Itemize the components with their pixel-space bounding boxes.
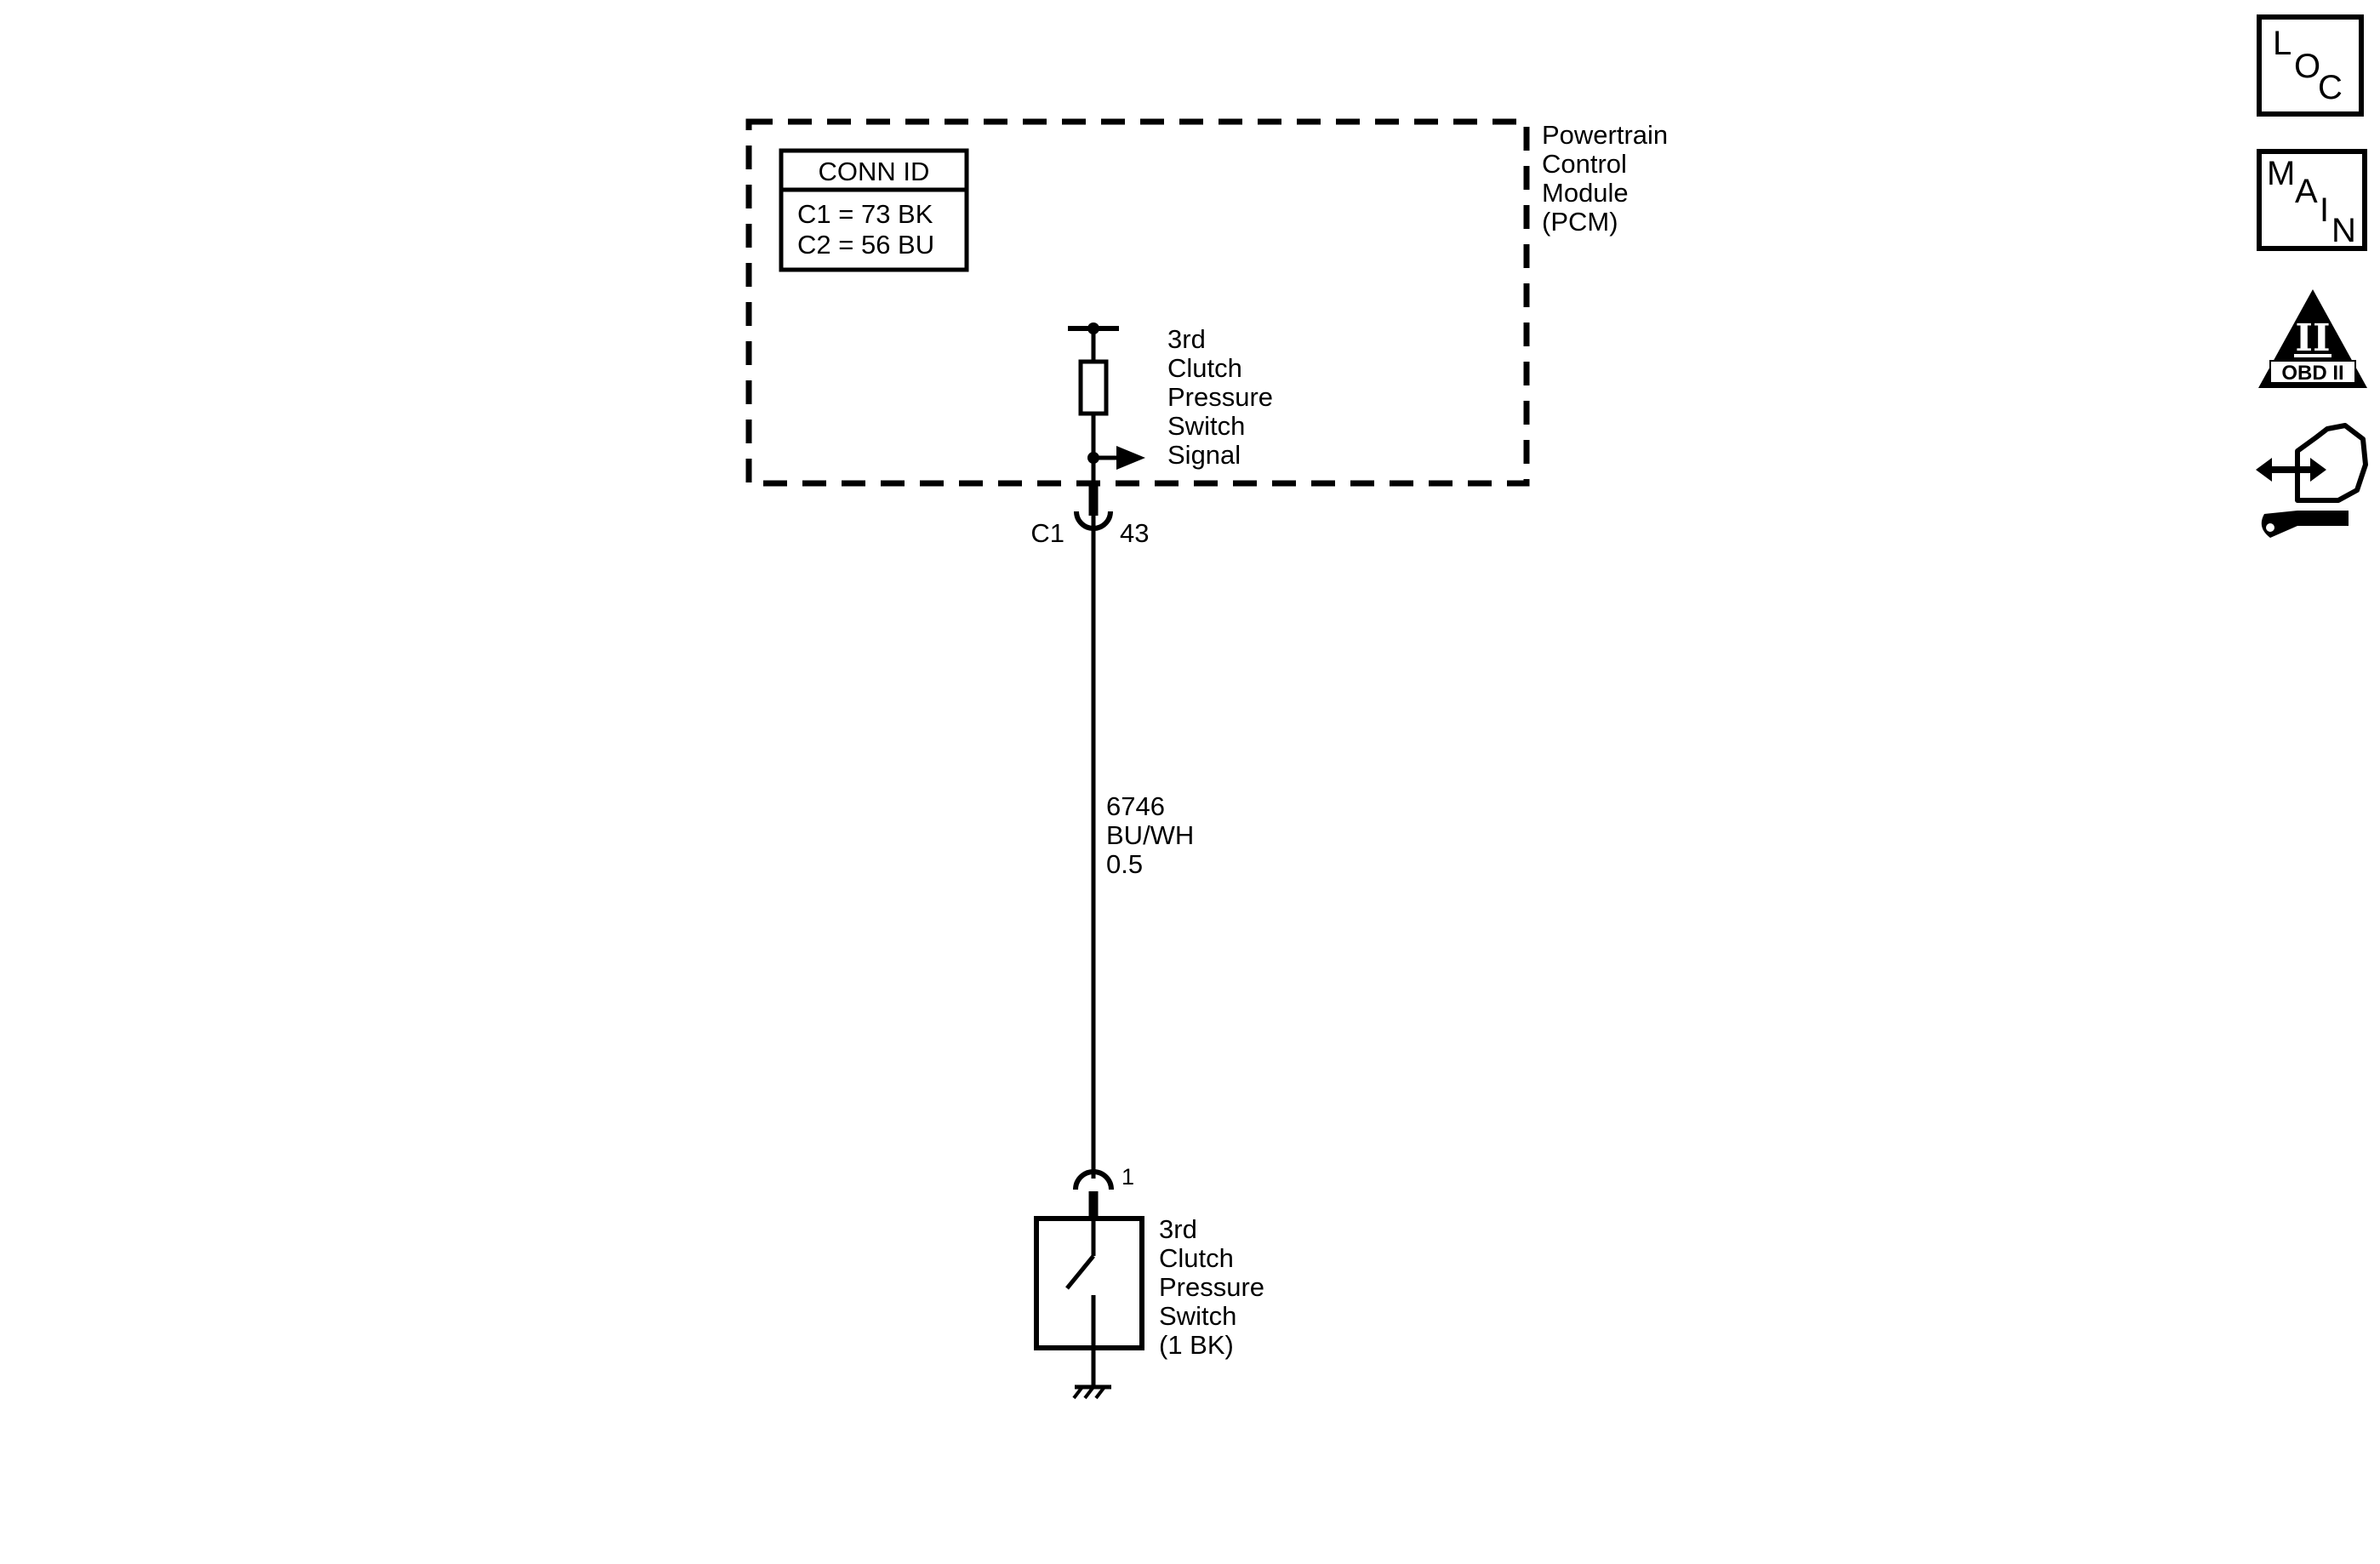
conn-id-title: CONN ID — [819, 157, 930, 186]
obd-caption: OBD II — [2281, 362, 2343, 385]
signal-label-line: Signal — [1167, 440, 1241, 470]
pcm-module-name: Powertrain Control Module (PCM) — [1542, 120, 1668, 237]
obd-ii-button[interactable]: II OBD II — [2258, 289, 2367, 388]
ground-icon — [1072, 1384, 1111, 1400]
pcm-internal-circuit — [1068, 323, 1145, 483]
connector-id: C1 — [1030, 518, 1064, 548]
signal-arrow-icon — [1116, 446, 1145, 470]
connector-handtool-button[interactable] — [2256, 423, 2368, 538]
connector-pin: 43 — [1120, 518, 1149, 548]
switch-label-line: Switch — [1159, 1301, 1236, 1331]
loc-letter: O — [2294, 48, 2320, 85]
switch-label-line: Pressure — [1159, 1272, 1264, 1302]
loc-letter: C — [2318, 69, 2343, 106]
switch-label-line: (1 BK) — [1159, 1330, 1234, 1360]
wire-gauge: 0.5 — [1106, 849, 1143, 879]
switch-label-line: 3rd — [1159, 1214, 1197, 1244]
signal-label-line: 3rd — [1167, 324, 1206, 354]
connector-symbol — [1073, 1169, 1114, 1190]
loc-letter: L — [2273, 25, 2292, 62]
main-letter: M — [2267, 155, 2295, 192]
conn-id-row: C2 = 56 BU — [797, 230, 934, 260]
pull-up-resistor — [1078, 359, 1109, 416]
conn-id-table: CONN ID C1 = 73 BK C2 = 56 BU — [779, 148, 969, 272]
pcm-connector-c1: C1 43 — [1030, 483, 1149, 548]
pcm-name-line: (PCM) — [1542, 207, 1618, 237]
signal-label-line: Pressure — [1167, 382, 1273, 412]
pcm-name-line: Module — [1542, 178, 1629, 208]
switch-label: 3rd Clutch Pressure Switch (1 BK) — [1159, 1214, 1264, 1360]
loc-button[interactable]: L O C — [2257, 14, 2364, 117]
obd-roman-numeral: II — [2295, 317, 2330, 360]
main-letter: A — [2295, 173, 2318, 210]
conn-id-row: C1 = 73 BK — [797, 199, 933, 229]
pcm-name-line: Control — [1542, 149, 1627, 179]
switch-connector: 1 — [1073, 1164, 1134, 1219]
signal-label-line: Switch — [1167, 411, 1245, 441]
pcm-module-boundary — [745, 118, 1530, 487]
connector-handtool-icon — [2256, 423, 2368, 538]
pcm-name-line: Powertrain — [1542, 120, 1668, 150]
switch-contact — [1065, 1254, 1095, 1290]
signal-label-line: Clutch — [1167, 353, 1242, 383]
switch-connector-pin: 1 — [1122, 1164, 1134, 1190]
wire-circuit-number: 6746 — [1106, 791, 1165, 821]
main-button[interactable]: M A I N — [2257, 149, 2367, 251]
switch-label-line: Clutch — [1159, 1243, 1234, 1273]
wire-color: BU/WH — [1106, 820, 1194, 850]
main-letter: I — [2320, 191, 2329, 229]
main-letter: N — [2331, 212, 2356, 249]
wire-label: 6746 BU/WH 0.5 — [1106, 791, 1194, 879]
signal-label: 3rd Clutch Pressure Switch Signal — [1167, 324, 1273, 470]
clutch-pressure-switch — [1034, 1216, 1144, 1400]
